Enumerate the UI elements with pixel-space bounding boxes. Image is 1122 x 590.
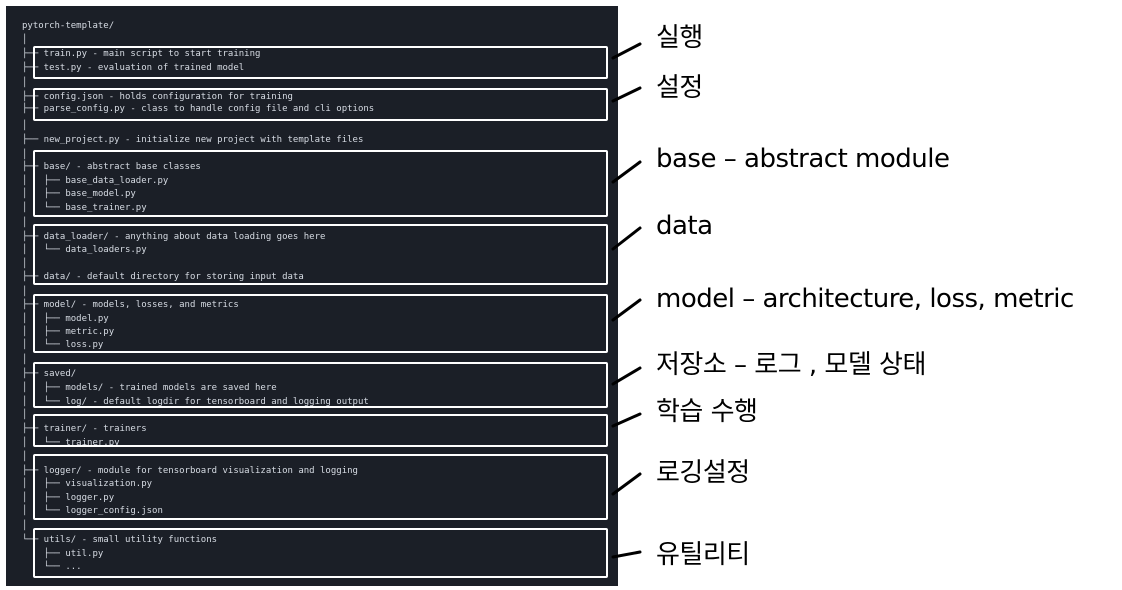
pointer-line-base [611,160,642,184]
tree-line: └── utils/ - small utility functions [22,535,218,545]
tree-root: pytorch-template/ [22,21,115,31]
highlight-box-utils [33,528,608,578]
pointer-line-trainer [611,412,642,428]
tree-line: │ [22,259,28,269]
highlight-box-base [33,150,608,217]
tree-line: │ ├── base_data_loader.py [22,176,169,186]
tree-line: │ └── base_trainer.py [22,203,147,213]
highlight-box-trainer [33,414,608,447]
tree-line: ├── trainer/ - trainers [22,424,147,434]
tree-line: ├── config.json - holds configuration fo… [22,92,293,102]
tree-line: ├── data_loader/ - anything about data l… [22,232,326,242]
annotation-label-data: data [656,211,713,241]
tree-line: │ [22,521,28,531]
pointer-line-saved [611,366,642,386]
tree-line: │ ├── visualization.py [22,479,153,489]
highlight-box-config [33,88,608,121]
tree-line: │ [22,35,28,45]
tree-line: │ └── logger_config.json [22,506,163,516]
tree-line: │ ├── models/ - trained models are saved… [22,383,277,393]
highlight-box-model [33,294,608,353]
tree-line: │ [22,452,28,462]
tree-line: │ └── loss.py [22,340,104,350]
tree-line: │ [22,150,28,160]
annotation-label-config: 설정 [656,73,703,103]
pointer-line-logger [611,472,642,496]
highlight-box-data [33,224,608,285]
tree-line: ├── saved/ [22,369,77,379]
tree-line: │ [22,218,28,228]
tree-line: ├── model/ - models, losses, and metrics [22,300,239,310]
tree-line: ├── base/ - abstract base classes [22,162,201,172]
tree-line: ├── parse_config.py - class to handle co… [22,104,375,114]
tree-line: │ ├── metric.py [22,327,115,337]
annotation-label-trainer: 학습 수행 [656,397,758,427]
tree-line: │ └── data_loaders.py [22,245,147,255]
annotation-label-run: 실행 [656,23,703,53]
tree-line: │ ├── logger.py [22,493,115,503]
annotation-label-base: base – abstract module [656,144,950,174]
tree-line: │ [22,410,28,420]
tree-line: │ [22,78,28,88]
tree-line: │ └── log/ - default logdir for tensorbo… [22,397,369,407]
tree-line: │ [22,355,28,365]
pointer-line-utils [611,550,642,559]
tree-line: ├── test.py - evaluation of trained mode… [22,63,245,73]
tree-line: ├── train.py - main script to start trai… [22,49,261,59]
annotation-label-logger: 로깅설정 [656,458,750,488]
pointer-line-model [611,298,642,322]
pointer-line-run [611,42,642,60]
highlight-box-logger [33,454,608,520]
pointer-line-config [611,86,642,103]
annotation-label-saved: 저장소 – 로그 , 모델 상태 [656,350,926,380]
tree-line: │ [22,287,28,297]
pointer-line-data [611,226,642,251]
tree-line: ├── logger/ - module for tensorboard vis… [22,466,358,476]
tree-line: └── ... [22,562,82,572]
annotation-label-model: model – architecture, loss, metric [656,284,1074,314]
tree-line: ├── util.py [22,549,104,559]
tree-line: │ └── trainer.py [22,438,120,448]
tree-line: ├── data/ - default directory for storin… [22,272,304,282]
tree-line: │ ├── base_model.py [22,189,136,199]
code-tree-panel: pytorch-template/ │ ├── train.py - main sc… [6,6,618,586]
highlight-box-saved [33,362,608,408]
tree-line: ├── new_project.py - initialize new proj… [22,135,364,145]
highlight-box-run [33,46,608,79]
annotation-label-utils: 유틸리티 [656,540,750,570]
tree-line: │ ├── model.py [22,314,109,324]
tree-line: │ [22,121,28,131]
